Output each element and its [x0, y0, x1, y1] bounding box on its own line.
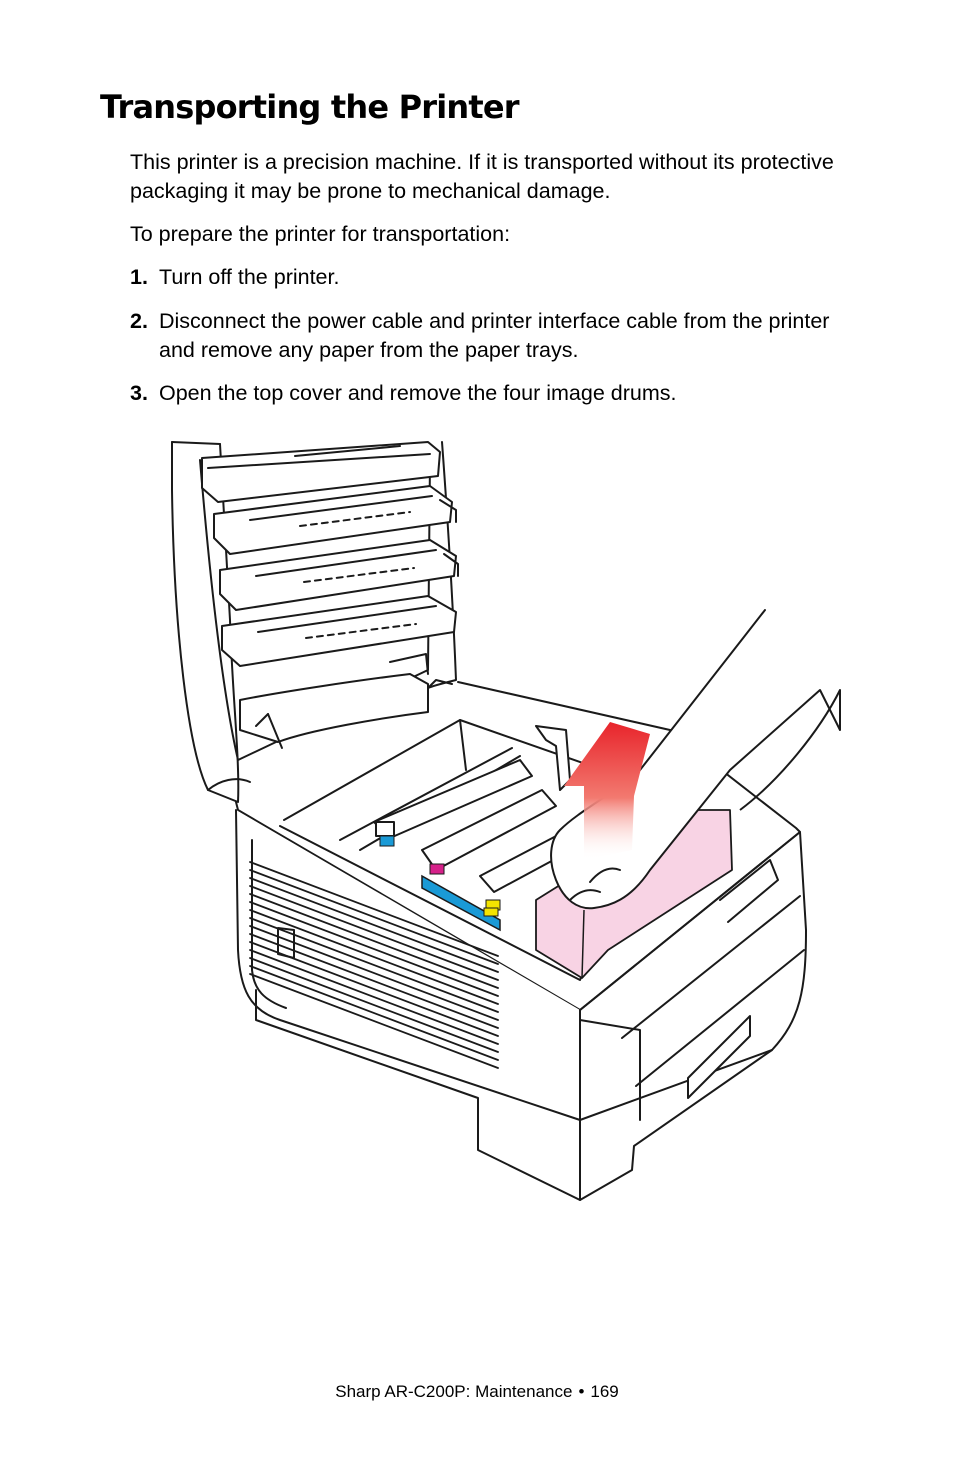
step-3: 3. Open the top cover and remove the fou…: [130, 379, 870, 408]
step-text: Turn off the printer.: [159, 265, 340, 289]
page-footer: Sharp AR-C200P: Maintenance • 169: [0, 1382, 954, 1402]
lift-arrow: [564, 722, 650, 860]
cyan-marker: [379, 835, 395, 847]
page-title: Transporting the Printer: [100, 88, 520, 126]
step-text: Open the top cover and remove the four i…: [159, 381, 677, 405]
yellow-tab: [483, 907, 499, 917]
step-2: 2. Disconnect the power cable and printe…: [130, 307, 870, 365]
magenta-marker: [429, 863, 445, 875]
drum-release-bar: [421, 874, 501, 932]
footer-separator: •: [578, 1382, 585, 1401]
step-number: 2.: [130, 309, 148, 333]
step-1: 1. Turn off the printer.: [130, 263, 870, 292]
prepare-paragraph: To prepare the printer for transportatio…: [130, 222, 511, 246]
step-text: Disconnect the power cable and printer i…: [159, 309, 830, 362]
led-head-2: [213, 485, 457, 555]
footer-page-number: 169: [590, 1382, 619, 1401]
vent-slats: [249, 861, 499, 1069]
image-drum-cyan: [373, 759, 533, 839]
led-head-1: [201, 441, 441, 503]
step-number: 1.: [130, 265, 148, 289]
footer-doc-title: Sharp AR-C200P: Maintenance: [335, 1382, 573, 1401]
led-head-3: [219, 539, 459, 611]
image-drum-magenta: [421, 789, 557, 871]
led-head-4: [221, 595, 457, 675]
step-number: 3.: [130, 381, 148, 405]
printer-illustration: [171, 441, 841, 1201]
intro-paragraph: This printer is a precision machine. If …: [130, 150, 834, 203]
